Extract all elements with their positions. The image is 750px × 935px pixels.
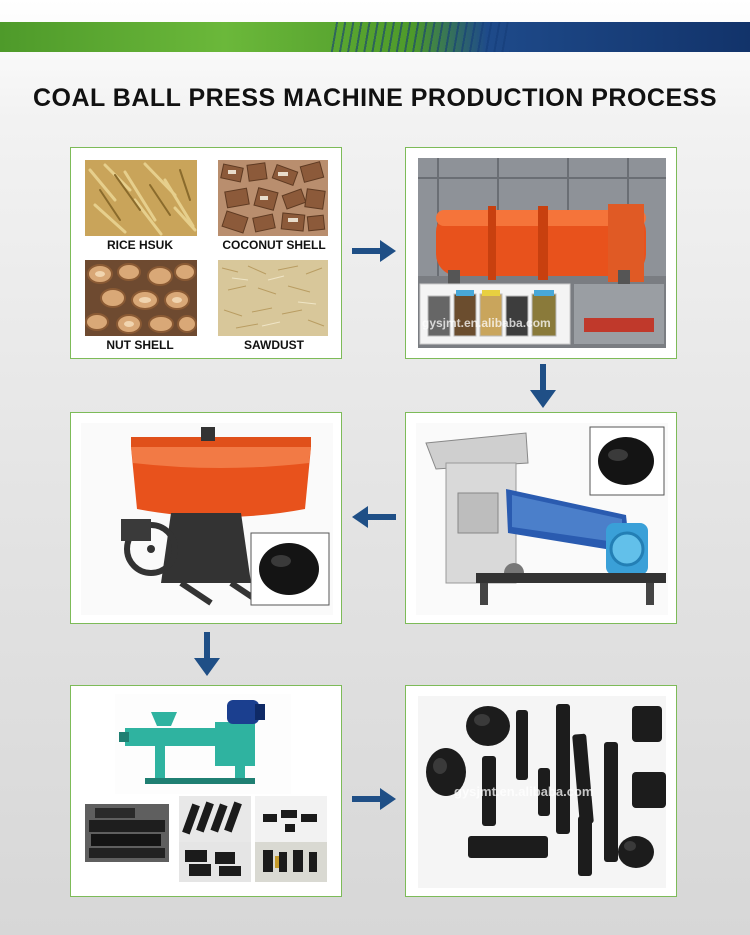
rice-husk-label: RICE HSUK — [106, 238, 173, 252]
finished-briquettes-image — [418, 696, 666, 888]
nut-shell-image — [85, 260, 197, 336]
briquette-sample-2-image — [255, 796, 327, 842]
watermark-text: gysjmt.en.alibaba.com — [422, 316, 551, 330]
briquette-sample-4-image — [255, 842, 327, 882]
arrow-right-icon — [352, 240, 396, 262]
rice-husk-image — [85, 160, 197, 236]
banner-decoration — [330, 22, 510, 52]
panel-briquette-extruder — [70, 685, 342, 897]
panel-carbonization-furnace: gysjmt.en.alibaba.com — [405, 147, 677, 359]
briquette-stack-image — [85, 804, 169, 862]
panel-crusher — [405, 412, 677, 624]
arrow-down-icon — [194, 632, 220, 676]
panel-wheel-mixer — [70, 412, 342, 624]
extruder-machine-image — [115, 694, 291, 794]
briquette-sample-3-image — [179, 842, 251, 882]
arrow-left-icon — [352, 506, 396, 528]
nut-shell-label: NUT SHELL — [106, 338, 174, 352]
watermark-text: gysjmt.en.alibaba.com — [454, 784, 594, 799]
page-title: COAL BALL PRESS MACHINE PRODUCTION PROCE… — [32, 84, 718, 112]
coconut-shell-label: COCONUT SHELL — [222, 238, 326, 252]
panel-finished-briquettes: gysjmt.en.alibaba.com — [405, 685, 677, 897]
briquette-sample-1-image — [179, 796, 251, 842]
sawdust-label: SAWDUST — [244, 338, 304, 352]
sawdust-image — [218, 260, 328, 336]
panel-raw-materials: RICE HSUK COCONUT SH — [70, 147, 342, 359]
arrow-down-icon — [530, 364, 556, 408]
wheel-mixer-image — [81, 423, 333, 615]
crusher-machine-image — [416, 423, 668, 615]
carbonization-furnace-image — [418, 158, 666, 348]
coconut-shell-image — [218, 160, 328, 236]
arrow-right-icon — [352, 788, 396, 810]
